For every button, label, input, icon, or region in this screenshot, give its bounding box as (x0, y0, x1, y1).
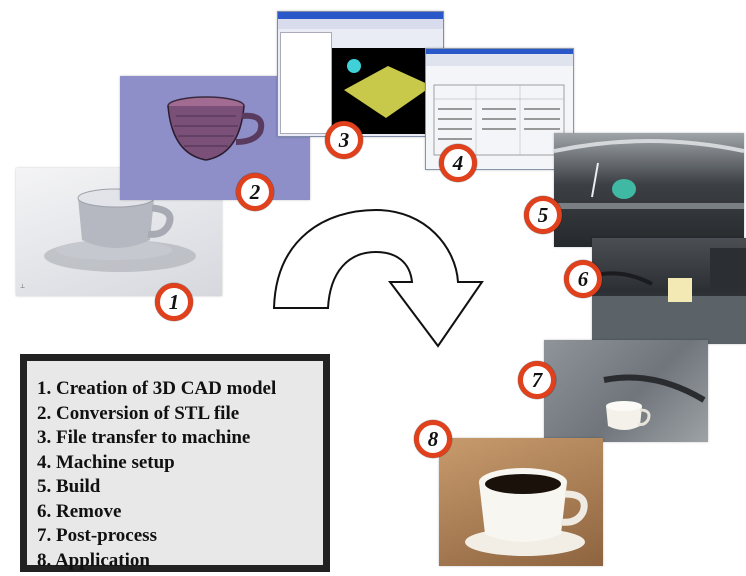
step-badge-3: 3 (325, 121, 363, 159)
step-badge-5: 5 (524, 196, 562, 234)
legend-item-8: 8. Application (37, 549, 150, 571)
build-plate-view (332, 48, 440, 134)
step-badge-8: 8 (414, 420, 452, 458)
legend-item-6: 6. Remove (37, 500, 122, 522)
step-badge-1: 1 (155, 283, 193, 321)
legend-item-7: 7. Post-process (37, 525, 157, 546)
window-title-bar (278, 12, 443, 19)
window-toolbar (278, 19, 443, 29)
software-screenshot (277, 11, 444, 137)
step-badge-6: 6 (564, 260, 602, 298)
step-badge-2: 2 (236, 173, 274, 211)
legend-item-4: 4. Machine setup (37, 451, 175, 473)
part-removal-photo (592, 238, 746, 344)
steps-legend: 1. Creation of 3D CAD model 2. Conversio… (20, 354, 330, 572)
application-photo (439, 438, 603, 566)
svg-text:⊥: ⊥ (20, 283, 25, 290)
step-badge-4: 4 (439, 144, 477, 182)
legend-item-2: 2. Conversion of STL file (37, 402, 240, 424)
software-sidebar (280, 32, 332, 134)
legend-item-3: 3. File transfer to machine (37, 427, 251, 448)
window-toolbar (426, 54, 573, 66)
legend-item-5: 5. Build (37, 476, 101, 497)
process-flow-arrow (272, 208, 484, 348)
build-chamber-photo (554, 133, 744, 247)
step-badge-7: 7 (518, 361, 556, 399)
window-title-bar (426, 49, 573, 54)
legend-item-1: 1. Creation of 3D CAD model (37, 378, 277, 399)
post-process-photo (544, 340, 708, 442)
